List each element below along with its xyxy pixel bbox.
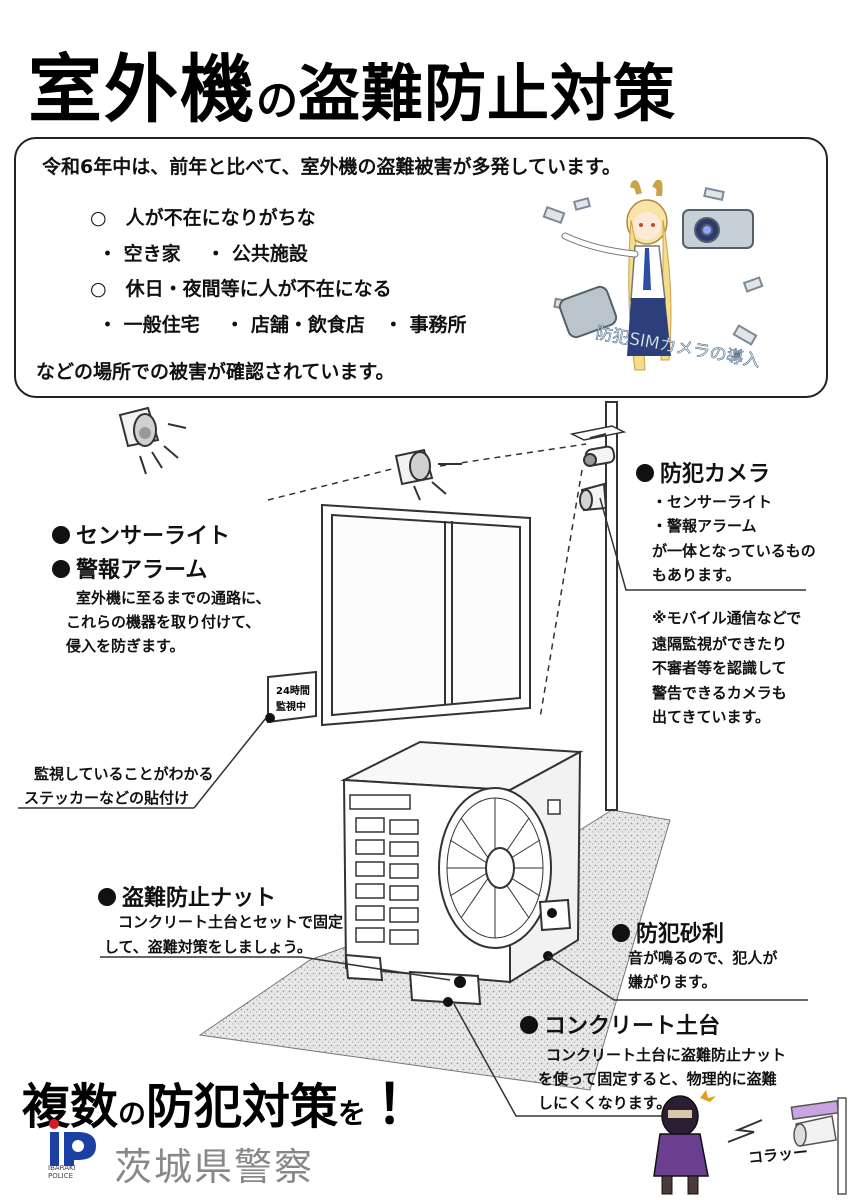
nut-note-2: して、盗難対策をしましょう。	[104, 938, 312, 956]
bullet-dot	[636, 464, 654, 482]
title-part-1: 室外機	[28, 47, 256, 133]
sensor-note-3: 侵入を防ぎます。	[66, 637, 185, 655]
concrete-note-1: コンクリート土台に盗難防止ナット	[546, 1046, 787, 1064]
intro-text: 令和6年中は、前年と比べて、室外機の盗難被害が多発しています。	[42, 156, 622, 178]
camera-note-3: が一体となっているもの	[652, 542, 816, 560]
title-part-3: 盗難防止対策	[298, 57, 677, 130]
police-name: 茨城県警察	[114, 1145, 315, 1189]
camera-note-2: ・警報アラーム	[652, 517, 757, 535]
nut-note-1: コンクリート土台とセットで固定	[118, 913, 344, 931]
leader-lines	[18, 497, 808, 1117]
sticker-line-1: 24時間	[276, 684, 310, 697]
page-title: 室外機の盗難防止対策	[28, 30, 828, 133]
sensor-light-left	[118, 406, 187, 475]
list-item-2: ○ 休日・夜間等に人が不在になる	[90, 278, 392, 300]
list-item-2-sub: ・ 一般住宅 ・ 店舗・飲食店 ・ 事務所	[98, 314, 467, 336]
pole	[569, 401, 627, 811]
sensor-light-wall	[394, 448, 462, 501]
camera-extra-5: 出てきています。	[652, 708, 771, 726]
sensor-note-1: 室外機に至るまでの通路に、	[76, 589, 271, 607]
bottom-slogan: 複数の防犯対策を！	[22, 1072, 431, 1136]
list-item-1-sub: ・ 空き家 ・ 公共施設	[98, 243, 308, 265]
bullet-dot	[98, 888, 116, 906]
concrete-note-2: を使って固定すると、物理的に盗難	[538, 1070, 777, 1088]
police-logo-caption: IBARAKI POLICE	[48, 1164, 76, 1180]
nut-dot-2	[547, 908, 557, 918]
info-box	[14, 137, 828, 398]
nut-dot-3	[443, 997, 453, 1007]
bullet-dot	[612, 924, 630, 942]
camera-heading: 防犯カメラ	[636, 456, 770, 488]
sticker-dot	[265, 713, 275, 723]
sticker-note-2: ステッカーなどの貼付け	[24, 789, 190, 807]
character-illustration: 防犯SIMカメラの導入	[542, 180, 764, 372]
camera-extra-3: 不審者等を認識して	[652, 659, 787, 677]
nut-dot-1	[454, 976, 466, 988]
police-logo-icon	[49, 1119, 96, 1166]
pole-camera	[583, 445, 616, 467]
culprit-character	[653, 1090, 716, 1195]
bullet-dot	[520, 1016, 538, 1034]
gravel-heading: 防犯砂利	[612, 916, 724, 948]
alarm-heading: 警報アラーム	[52, 552, 207, 584]
camera-extra-4: 警告できるカメラも	[652, 684, 787, 702]
concrete-heading: コンクリート土台	[520, 1008, 720, 1040]
window	[321, 503, 531, 727]
outro-text: などの場所での被害が確認されています。	[36, 361, 395, 383]
concrete-note-3: しにくくなります。	[538, 1094, 672, 1112]
gravel-note-2: 嫌がります。	[628, 973, 717, 991]
sensor-light-heading: センサーライト	[52, 518, 230, 550]
gravel-note-1: 音が鳴るので、犯人が	[628, 949, 778, 967]
camera-note-4: もあります。	[652, 566, 741, 584]
sensor-note-2: これらの機器を取り付けて、	[66, 613, 261, 631]
nut-heading: 盗難防止ナット	[98, 880, 276, 912]
bottom-light	[727, 1097, 847, 1195]
bullet-dot	[52, 526, 70, 544]
sticker-line-2: 監視中	[276, 700, 306, 713]
bullet-dot	[52, 560, 70, 578]
title-part-2: の	[256, 76, 299, 125]
camera-note-1: ・センサーライト	[652, 493, 773, 511]
camera-extra-2: 遠隔監視ができたり	[652, 635, 788, 653]
camera-extra-1: ※モバイル通信などで	[652, 609, 802, 627]
sticker-card: 24時間 監視中	[267, 670, 317, 724]
sticker-note-1: 監視していることがわかる	[34, 765, 214, 783]
list-item-1: ○ 人が不在になりがちな	[90, 207, 316, 229]
ac-unit	[340, 740, 584, 984]
pole-light	[579, 482, 608, 512]
